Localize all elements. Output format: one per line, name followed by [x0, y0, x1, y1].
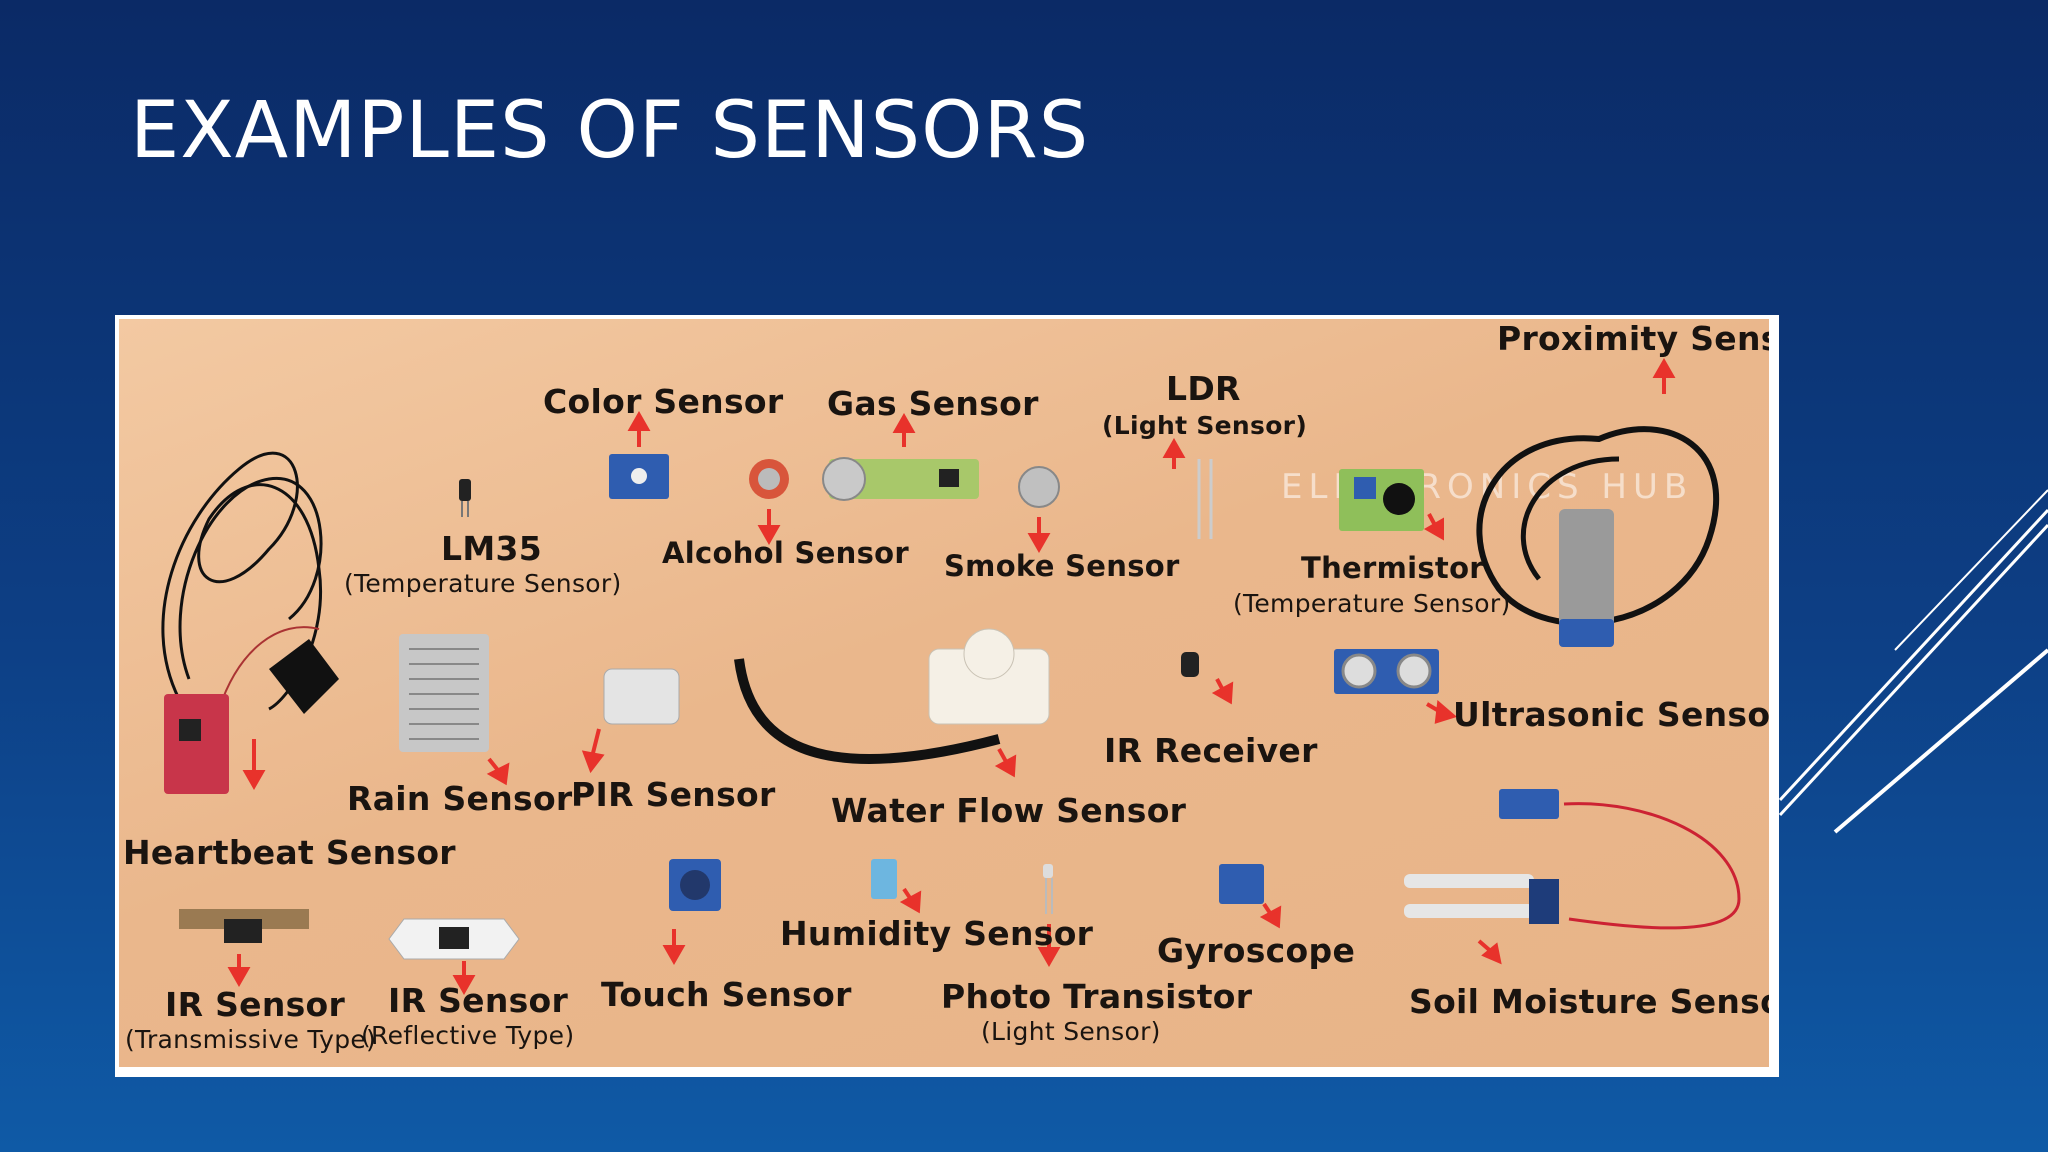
sensors-photo: ELECTRONICS HUB	[115, 315, 1779, 1077]
label-proximity-sensor: Proximity Sensor	[1497, 319, 1769, 358]
label-water-flow-sensor: Water Flow Sensor	[831, 791, 1187, 830]
label-lm35-sub: (Temperature Sensor)	[344, 569, 622, 598]
label-arrows	[227, 357, 1676, 996]
label-pir-sensor: PIR Sensor	[571, 775, 776, 814]
label-touch-sensor: Touch Sensor	[601, 975, 852, 1014]
heartbeat-sensor-device	[161, 451, 323, 711]
label-thermistor: Thermistor	[1301, 551, 1484, 585]
label-photo-transistor: Photo Transistor	[941, 977, 1253, 1016]
label-heartbeat-sensor: Heartbeat Sensor	[123, 833, 456, 872]
label-ldr-sub: (Light Sensor)	[1102, 411, 1308, 440]
label-rain-sensor: Rain Sensor	[347, 779, 573, 818]
label-ir-receiver: IR Receiver	[1104, 731, 1318, 770]
label-ir-sensor-transmissive-sub: (Transmissive Type)	[125, 1025, 377, 1054]
label-photo-transistor-sub: (Light Sensor)	[981, 1017, 1161, 1046]
label-ir-sensor-transmissive: IR Sensor	[165, 985, 346, 1024]
label-ir-sensor-reflective-sub: (Reflective Type)	[361, 1021, 575, 1050]
label-ldr: LDR	[1166, 369, 1241, 408]
sensor-devices-illustration	[161, 357, 1741, 996]
label-soil-moisture-sensor: Soil Moisture Sensor	[1409, 982, 1769, 1021]
label-color-sensor: Color Sensor	[543, 382, 784, 421]
label-smoke-sensor: Smoke Sensor	[944, 549, 1180, 583]
label-gyroscope: Gyroscope	[1157, 931, 1356, 970]
wood-background: ELECTRONICS HUB	[119, 319, 1769, 1067]
label-alcohol-sensor: Alcohol Sensor	[662, 536, 909, 570]
label-ir-sensor-reflective: IR Sensor	[388, 981, 569, 1020]
slide-title: EXAMPLES OF SENSORS	[130, 86, 1090, 176]
label-lm35: LM35	[441, 529, 542, 568]
label-ultrasonic-sensor: Ultrasonic Sensor	[1453, 695, 1769, 734]
label-gas-sensor: Gas Sensor	[827, 384, 1039, 423]
label-thermistor-sub: (Temperature Sensor)	[1233, 589, 1511, 618]
label-humidity-sensor: Humidity Sensor	[780, 914, 1094, 953]
